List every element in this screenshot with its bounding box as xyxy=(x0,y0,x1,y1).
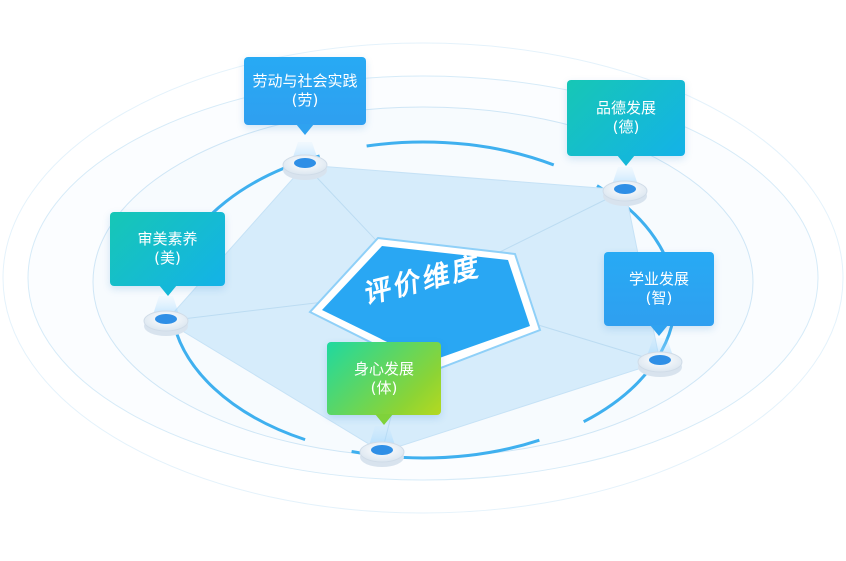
tag-aesthetic-title: 审美素养 xyxy=(137,230,198,248)
tag-physical-abbr: (体) xyxy=(370,378,398,397)
tag-labor-title: 劳动与社会实践 xyxy=(252,72,358,90)
center-pentagon xyxy=(322,246,530,362)
tag-pointer xyxy=(158,285,177,296)
puck-labor xyxy=(282,142,328,180)
tag-physical-title: 身心发展 xyxy=(353,359,414,378)
puck-morality xyxy=(602,167,648,206)
tag-morality: 品德发展 (德) xyxy=(567,80,685,166)
tag-pointer xyxy=(375,414,393,425)
tag-morality-title: 品德发展 xyxy=(595,99,656,117)
tag-academic-title: 学业发展 xyxy=(628,270,689,288)
tag-aesthetic-abbr: (美) xyxy=(154,249,181,267)
puck-physical xyxy=(359,426,405,467)
tag-physical: 身心发展 (体) xyxy=(327,342,441,425)
tag-pointer xyxy=(617,155,635,166)
tag-academic-abbr: (智) xyxy=(645,289,673,307)
puck-aesthetic xyxy=(143,296,189,336)
tag-pointer xyxy=(296,124,314,135)
tag-labor: 劳动与社会实践 (劳) xyxy=(244,57,366,135)
outer-ring-3 xyxy=(2,42,844,514)
tag-pointer xyxy=(650,325,668,336)
tag-academic: 学业发展 (智) xyxy=(604,252,714,336)
tag-morality-abbr: (德) xyxy=(612,118,640,136)
puck-academic xyxy=(637,338,683,377)
tag-labor-abbr: (劳) xyxy=(291,91,319,109)
tag-aesthetic: 审美素养 (美) xyxy=(110,212,225,296)
